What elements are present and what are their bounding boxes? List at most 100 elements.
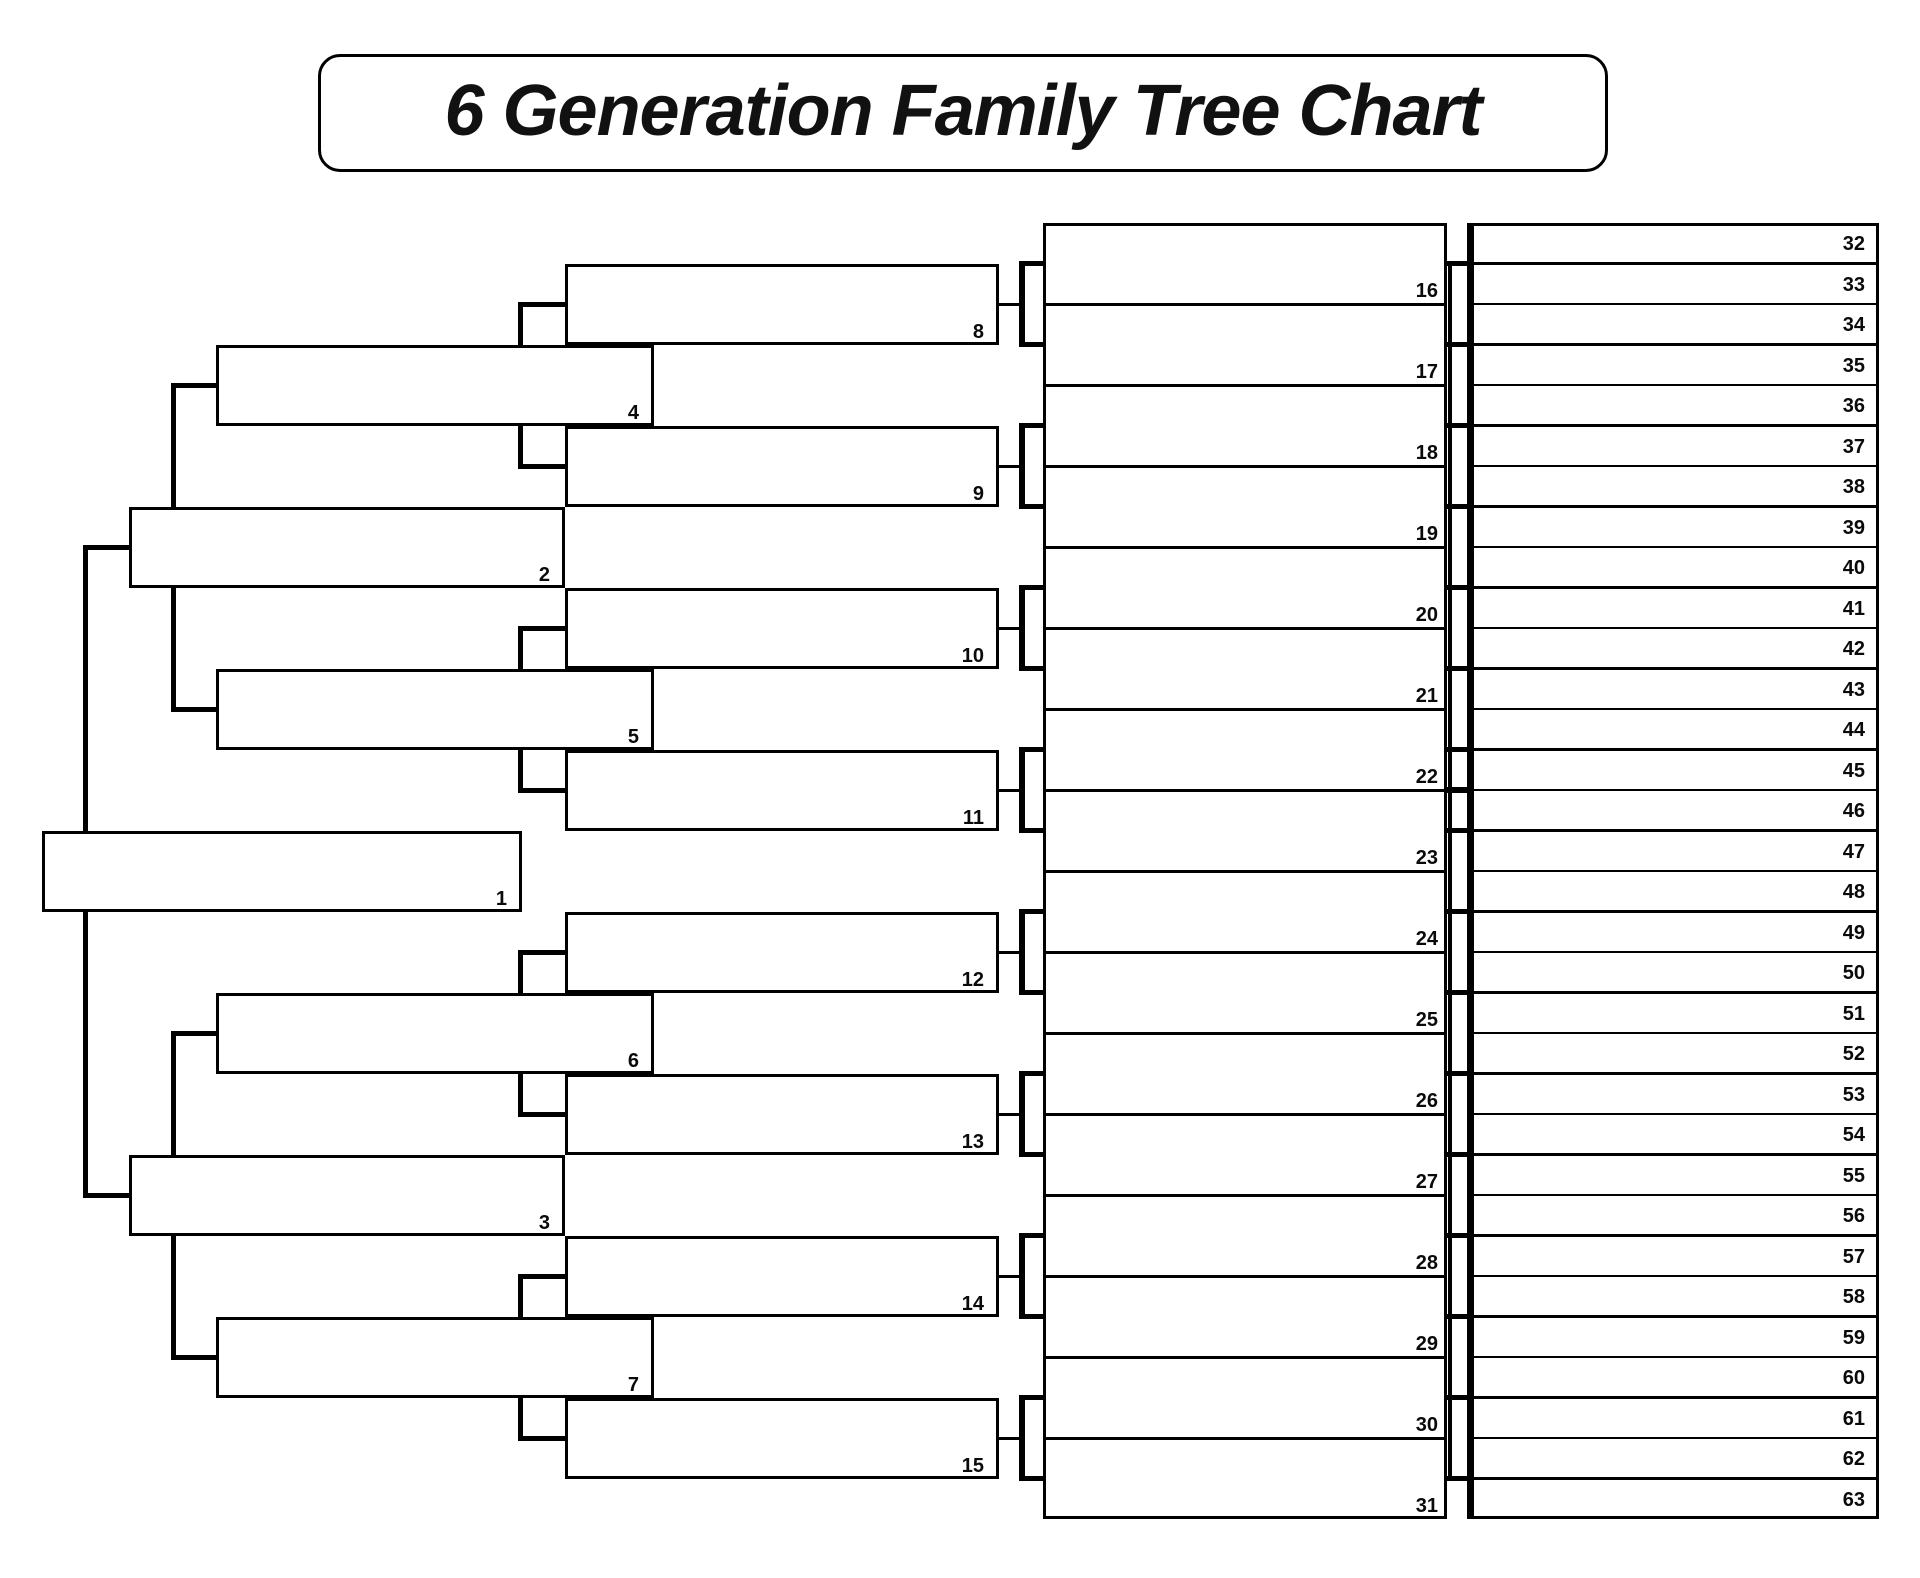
connector-line bbox=[1019, 423, 1025, 509]
person-number: 63 bbox=[1842, 1488, 1865, 1511]
connector-line bbox=[1019, 261, 1025, 347]
person-number: 51 bbox=[1842, 1002, 1865, 1025]
person-box-63 bbox=[1467, 1478, 1879, 1519]
person-box-30 bbox=[1043, 1357, 1447, 1438]
connector-line bbox=[1019, 585, 1025, 671]
person-box-19 bbox=[1043, 466, 1447, 547]
gen6-divider bbox=[1467, 505, 1879, 508]
person-number: 7 bbox=[627, 1373, 639, 1396]
gen6-divider bbox=[1467, 1234, 1879, 1237]
person-number: 37 bbox=[1842, 435, 1865, 458]
gen6-divider bbox=[1467, 910, 1879, 913]
person-number: 23 bbox=[1415, 847, 1438, 869]
connector-line bbox=[518, 949, 569, 955]
person-number: 26 bbox=[1415, 1090, 1438, 1112]
person-box-45 bbox=[1467, 749, 1879, 790]
person-number: 3 bbox=[538, 1211, 550, 1234]
person-number: 16 bbox=[1415, 280, 1438, 302]
gen6-divider bbox=[1467, 586, 1879, 589]
gen6-divider bbox=[1467, 1072, 1879, 1075]
connector-line bbox=[1019, 1395, 1046, 1400]
person-box-42 bbox=[1467, 628, 1879, 669]
person-number: 47 bbox=[1842, 840, 1865, 863]
connector-line bbox=[518, 301, 569, 307]
person-number: 6 bbox=[627, 1049, 639, 1072]
gen6-divider bbox=[1467, 1355, 1879, 1359]
person-box-15 bbox=[565, 1397, 999, 1479]
connector-line bbox=[1444, 909, 1470, 914]
connector-line bbox=[1019, 1152, 1046, 1157]
connector-line bbox=[1019, 909, 1025, 995]
person-number: 35 bbox=[1842, 354, 1865, 377]
gen6-divider bbox=[1467, 1112, 1879, 1116]
person-box-9 bbox=[565, 425, 999, 507]
connector-line bbox=[1019, 1395, 1025, 1481]
connector-line bbox=[1019, 1314, 1046, 1319]
person-number: 48 bbox=[1842, 881, 1865, 903]
connector-line bbox=[1444, 342, 1470, 347]
connector-line bbox=[171, 1030, 220, 1036]
person-box-22 bbox=[1043, 709, 1447, 790]
person-box-38 bbox=[1467, 466, 1879, 507]
gen6-divider bbox=[1467, 545, 1879, 549]
person-box-40 bbox=[1467, 547, 1879, 588]
person-box-36 bbox=[1467, 385, 1879, 426]
person-number: 1 bbox=[495, 887, 507, 910]
connector-line bbox=[1019, 666, 1046, 671]
gen6-divider bbox=[1467, 302, 1879, 306]
person-number: 55 bbox=[1842, 1164, 1865, 1187]
connector-line bbox=[1019, 747, 1025, 833]
person-box-10 bbox=[565, 587, 999, 669]
gen6-divider bbox=[1467, 262, 1879, 265]
gen6-divider bbox=[1467, 1315, 1879, 1318]
gen5-divider bbox=[1043, 707, 1447, 711]
person-number: 28 bbox=[1415, 1252, 1438, 1274]
person-box-32 bbox=[1467, 223, 1879, 264]
person-number: 12 bbox=[961, 968, 984, 991]
connector-line bbox=[999, 1436, 1019, 1440]
person-number: 36 bbox=[1842, 395, 1865, 417]
gen6-divider bbox=[1467, 626, 1879, 630]
gen5-divider bbox=[1043, 1274, 1447, 1278]
connector-line bbox=[518, 463, 569, 469]
person-box-1 bbox=[42, 830, 522, 912]
person-box-39 bbox=[1467, 506, 1879, 547]
person-box-60 bbox=[1467, 1357, 1879, 1398]
gen5-divider bbox=[1043, 950, 1447, 954]
gen5-divider bbox=[1043, 1193, 1447, 1197]
person-number: 57 bbox=[1842, 1245, 1865, 1268]
connector-line bbox=[171, 706, 220, 712]
person-box-3 bbox=[129, 1154, 565, 1236]
title-box: 6 Generation Family Tree Chart bbox=[318, 54, 1608, 172]
person-number: 14 bbox=[961, 1292, 984, 1315]
person-number: 39 bbox=[1842, 516, 1865, 539]
person-number: 18 bbox=[1415, 442, 1438, 464]
gen5-divider bbox=[1043, 464, 1447, 468]
gen5-divider bbox=[1043, 1436, 1447, 1440]
connector-line bbox=[518, 787, 569, 793]
connector-line bbox=[1444, 1152, 1470, 1157]
gen6-divider bbox=[1467, 869, 1879, 873]
person-box-24 bbox=[1043, 871, 1447, 952]
gen6-divider bbox=[1467, 788, 1879, 792]
person-number: 42 bbox=[1842, 638, 1865, 660]
person-box-61 bbox=[1467, 1397, 1879, 1438]
person-number: 61 bbox=[1842, 1407, 1865, 1430]
person-number: 10 bbox=[961, 644, 984, 667]
person-number: 49 bbox=[1842, 921, 1865, 944]
person-number: 40 bbox=[1842, 557, 1865, 579]
person-number: 27 bbox=[1415, 1171, 1438, 1193]
person-number: 9 bbox=[972, 482, 984, 505]
connector-line bbox=[1019, 1071, 1046, 1076]
connector-line bbox=[1448, 263, 1452, 1479]
person-box-50 bbox=[1467, 952, 1879, 993]
person-box-34 bbox=[1467, 304, 1879, 345]
connector-line bbox=[1444, 787, 1474, 793]
gen5-divider bbox=[1043, 869, 1447, 873]
person-box-37 bbox=[1467, 425, 1879, 466]
person-number: 21 bbox=[1415, 685, 1438, 707]
person-box-11 bbox=[565, 749, 999, 831]
person-number: 25 bbox=[1415, 1009, 1438, 1031]
connector-line bbox=[171, 382, 220, 388]
connector-line bbox=[518, 1273, 569, 1279]
